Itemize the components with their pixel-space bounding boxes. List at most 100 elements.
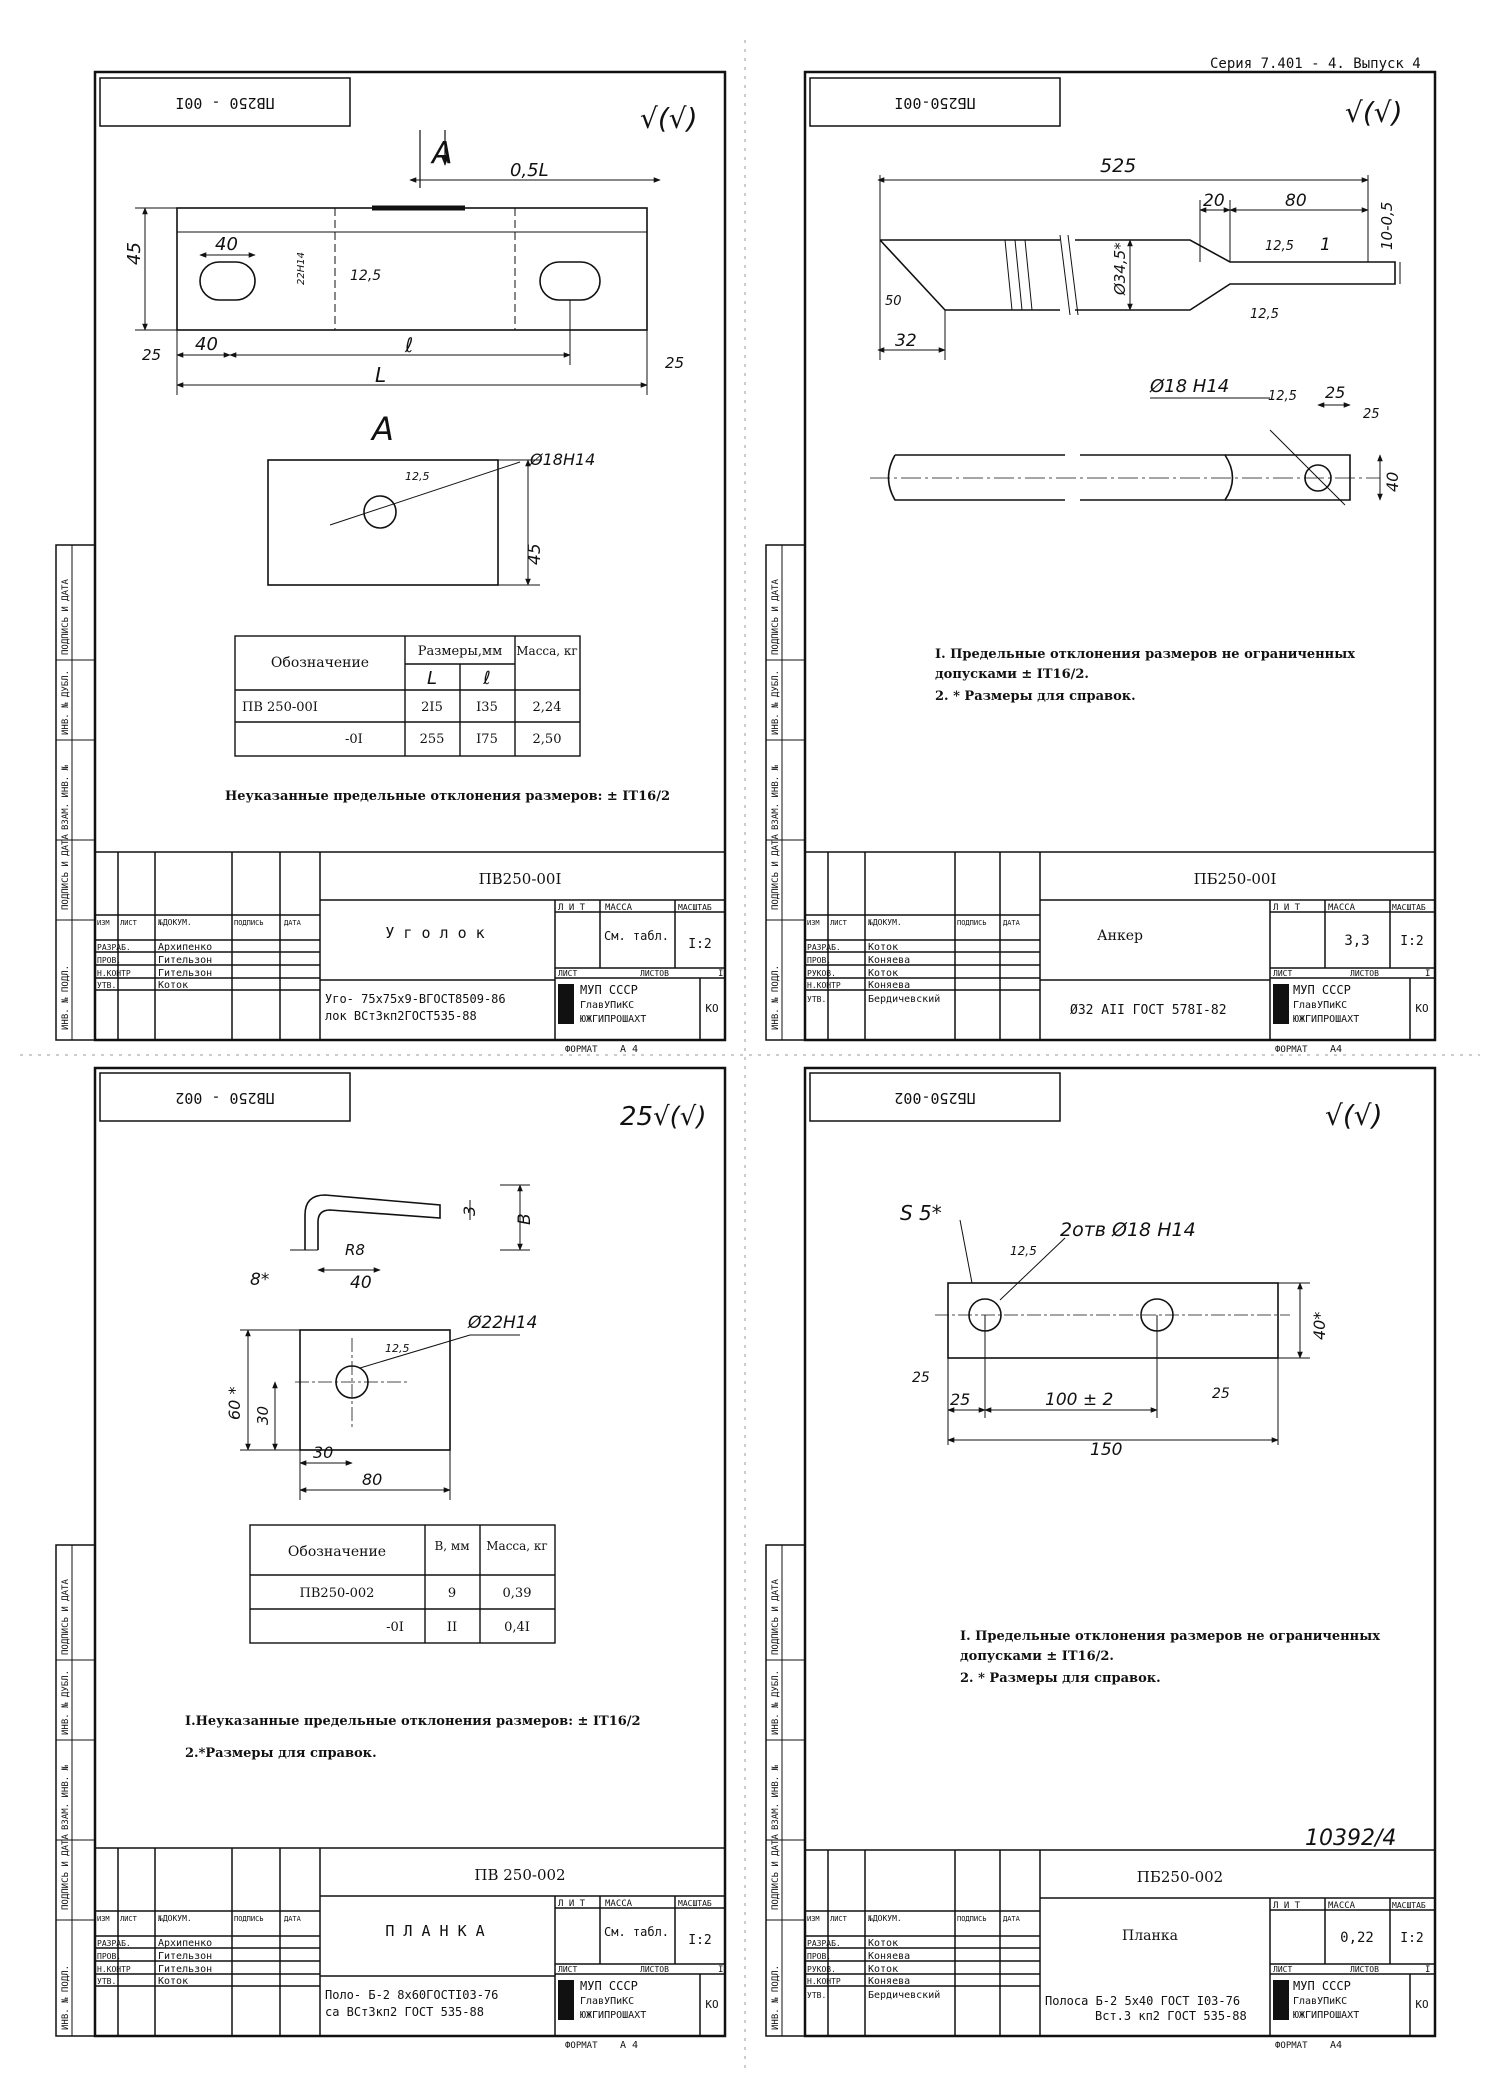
table-cell: I35: [476, 700, 498, 715]
dim-8: 8*: [250, 1270, 269, 1290]
rough-25: 25: [142, 346, 161, 364]
role-label: УТВ.: [807, 1991, 826, 2000]
rough-12-5: 12,5: [1268, 389, 1297, 404]
org-logo: [558, 984, 574, 1024]
org-name-3: ЮЖГИПРОШАХТ: [1293, 2010, 1359, 2021]
label-data: ДАТА: [284, 1915, 302, 1923]
view-label: A: [370, 410, 394, 448]
title-sheets-count: I: [718, 1965, 723, 1975]
table-sub-l: ℓ: [482, 668, 490, 689]
label-podpis: ПОДПИСЬ: [957, 1915, 987, 1923]
label-izm: ИЗМ: [97, 919, 110, 927]
dim-20: 20: [1203, 191, 1225, 211]
label-n-dokum: №ДОКУМ.: [157, 1914, 192, 1923]
title-sheets-count: I: [1425, 969, 1430, 979]
table-cell: I75: [476, 732, 498, 747]
table-cell: 2I5: [421, 700, 443, 715]
dim-40: 40: [195, 334, 218, 355]
label-list: ЛИСТ: [558, 1965, 577, 1974]
dim-B: B: [515, 1213, 535, 1225]
label-data: ДАТА: [284, 919, 302, 927]
side-label-vzam: ВЗАМ. ИНВ. №: [61, 764, 71, 830]
person-name: Коток: [158, 1976, 188, 1987]
title-format: А4: [1330, 2040, 1342, 2051]
label-n-dokum: №ДОКУМ.: [867, 1914, 902, 1923]
person-name: Гительзон: [158, 1951, 212, 1962]
section-view-a: [267, 459, 540, 586]
org-name-3: ЮЖГИПРОШАХТ: [580, 1014, 646, 1025]
title-material-1: Поло- Б-2 8x60ГОСТI03-76: [325, 1988, 498, 2002]
title-designation: ПВ 250-002: [474, 1866, 565, 1884]
person-name: Гительзон: [158, 955, 212, 966]
table-cell: 0,4I: [504, 1620, 530, 1635]
view-rough: 12,5: [405, 470, 430, 483]
title-block: [804, 1849, 1436, 2037]
section-label: A: [430, 136, 453, 171]
side-label-vzam: ВЗАМ. ИНВ. №: [771, 1764, 781, 1830]
note-line: допусками ± IT16/2.: [960, 1649, 1114, 1664]
org-logo: [1273, 984, 1289, 1024]
role-label: УТВ.: [97, 981, 116, 990]
role-label: РАЗРАБ.: [807, 1939, 841, 1948]
label-scale: МАСШТАБ: [1392, 1901, 1426, 1910]
title-mass: 0,22: [1340, 1930, 1374, 1946]
dim-30-vertical: 30: [254, 1406, 272, 1425]
code-stamp: ПБ250-00I: [894, 94, 975, 112]
dim-150: 150: [1090, 1440, 1122, 1460]
note-line: Неуказанные предельные отклонения размер…: [225, 789, 670, 804]
rough-12-5: 12,5: [1010, 1244, 1037, 1258]
table-header-designation: Обозначение: [271, 655, 369, 671]
roughness-mark: 25√(√): [620, 1102, 707, 1132]
view-hole-dim: Ø18H14: [529, 450, 595, 469]
table-cell: II: [447, 1620, 457, 1635]
org-name-3: ЮЖГИПРОШАХТ: [1293, 1014, 1359, 1025]
label-list-col: ЛИСТ: [120, 1915, 138, 1923]
side-label-podpis-2: ПОДПИСЬ И ДАТА: [771, 579, 781, 655]
side-label-dubl: ИНВ. № ДУБЛ.: [771, 1670, 781, 1735]
dim-half-length: 0,5L: [510, 160, 549, 181]
role-label: РАЗРАБ.: [97, 943, 131, 952]
rough-12-5: 12,5: [350, 268, 381, 284]
table-header-b: B, мм: [434, 1539, 469, 1553]
label-listov: ЛИСТОВ: [1350, 969, 1379, 978]
org-name-2: ГлавУПиКС: [1293, 1996, 1347, 2007]
dim-R8: R8: [345, 1241, 365, 1259]
roughness-mark: √(√): [1325, 1099, 1383, 1132]
side-strip: ИНВ. № ПОДЛ. ПОДПИСЬ И ДАТА ВЗАМ. ИНВ. №…: [765, 544, 806, 1041]
table-cell: ПВ250-002: [300, 1586, 375, 1601]
person-name: Коток: [868, 1938, 898, 1949]
table-cell: 2,50: [533, 732, 562, 747]
label-data: ДАТА: [1003, 1915, 1021, 1923]
note-line: 2. * Размеры для справок.: [960, 1671, 1161, 1686]
table-cell: 2,24: [533, 700, 562, 715]
title-name: Планка: [1122, 1928, 1178, 1944]
table-cell: -0I: [345, 732, 363, 747]
side-label-inv-podl: ИНВ. № ПОДЛ.: [61, 965, 71, 1030]
part-drawing-planka-2: [935, 1219, 1310, 1445]
person-name: Коток: [868, 968, 898, 979]
dim-3: 3: [460, 1206, 479, 1216]
sheet-planka-1: ПВ250 - 002 25√(√) ИНВ. № ПОДЛ. ПОДПИСЬ …: [55, 1066, 727, 2051]
dim-525: 525: [1100, 155, 1136, 177]
side-label-podpis-2: ПОДПИСЬ И ДАТА: [61, 1579, 71, 1655]
table-cell: 0,39: [503, 1586, 532, 1601]
title-mass: 3,3: [1344, 933, 1369, 949]
size-table: [234, 635, 581, 757]
person-name: Архипенко: [158, 942, 212, 953]
note-line: 2.*Размеры для справок.: [185, 1746, 377, 1761]
dim-thickness: S 5*: [900, 1201, 942, 1225]
archive-number: 10392/4: [1305, 1826, 1396, 1851]
note-line: I. Предельные отклонения размеров не огр…: [935, 647, 1355, 662]
role-label: УТВ.: [97, 1977, 116, 1986]
part-drawing-anker: [870, 175, 1401, 506]
org-name-2: ГлавУПиКС: [1293, 1000, 1347, 1011]
label-ko: КО: [705, 1998, 718, 2011]
rough-25: 25: [1212, 1386, 1230, 1402]
code-stamp: ПВ250 - 002: [175, 1089, 274, 1107]
org-name: МУП СССР: [1293, 1979, 1351, 1993]
label-listov: ЛИСТОВ: [640, 969, 669, 978]
roughness-mark: √(√): [640, 102, 698, 135]
label-n-dokum: №ДОКУМ.: [157, 918, 192, 927]
side-label-podpis: ПОДПИСЬ И ДАТА: [771, 1834, 781, 1910]
